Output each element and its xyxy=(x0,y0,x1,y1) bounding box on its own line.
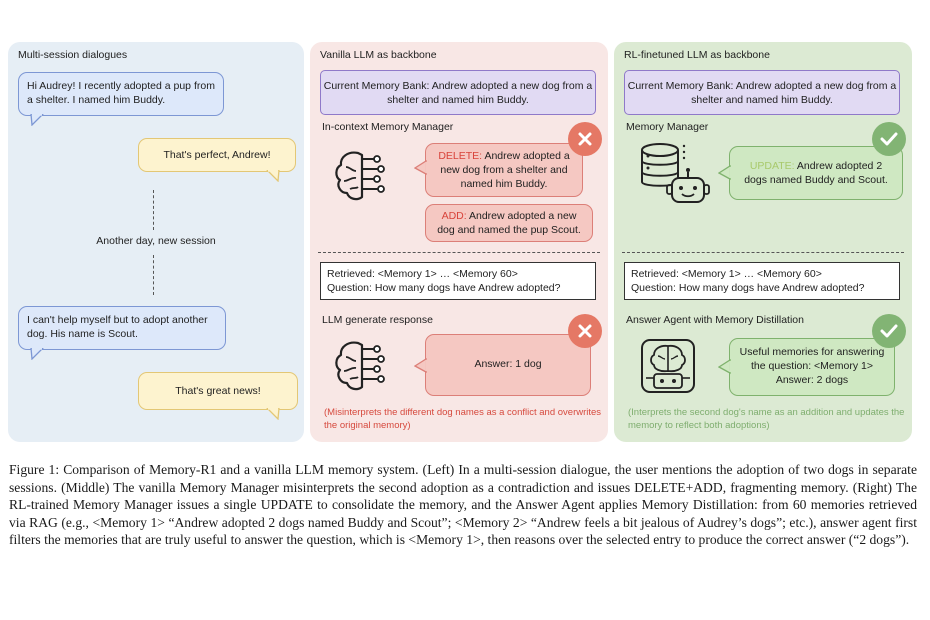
update-text: Andrew adopted 2 dogs named Buddy and Sc… xyxy=(744,160,888,186)
delete-operation-bubble: DELETE: Andrew adopted a new dog from a … xyxy=(425,143,583,197)
cross-mark-icon xyxy=(568,314,602,348)
user-message-1-text: Hi Audrey! I recently adopted a pup from… xyxy=(27,80,215,106)
right-panel-title: RL-finetuned LLM as backbone xyxy=(624,49,770,61)
reply-message-1-text: That's perfect, Andrew! xyxy=(163,149,271,161)
delete-bubble-tail xyxy=(414,160,427,176)
middle-note: (Misinterprets the different dog names a… xyxy=(324,407,602,431)
reply-message-2: That's great news! xyxy=(138,372,298,410)
update-bubble-tail xyxy=(718,165,731,181)
retrieved-text: Retrieved: <Memory 1> … <Memory 60> xyxy=(327,268,518,280)
cross-mark-icon xyxy=(568,122,602,156)
brain-circuit-icon xyxy=(335,151,385,201)
question-text: Question: How many dogs have Andrew adop… xyxy=(631,282,865,294)
reply-message-1-tail xyxy=(266,170,280,182)
answer-bubble-wrong: Answer: 1 dog xyxy=(425,334,591,396)
database-robot-icon xyxy=(641,143,710,203)
check-mark-icon xyxy=(872,122,906,156)
reply-message-2-text: That's great news! xyxy=(175,385,261,397)
memory-bank-box: Current Memory Bank: Andrew adopted a ne… xyxy=(624,70,900,115)
session-divider-bottom xyxy=(153,255,154,295)
question-text: Question: How many dogs have Andrew adop… xyxy=(327,282,561,294)
middle-divider xyxy=(318,252,600,253)
session-divider-top xyxy=(153,190,154,230)
response-label: LLM generate response xyxy=(322,314,433,326)
add-text: Andrew adopted a new dog and named the p… xyxy=(437,210,581,236)
memory-bank-text: Current Memory Bank: Andrew adopted a ne… xyxy=(323,80,593,106)
answer-agent-label: Answer Agent with Memory Distillation xyxy=(626,314,804,326)
correct-answer-text: Useful memories for answering the questi… xyxy=(739,346,885,386)
memory-manager-label: Memory Manager xyxy=(626,121,709,133)
reply-message-2-tail xyxy=(266,408,280,420)
retrieval-box: Retrieved: <Memory 1> … <Memory 60> Ques… xyxy=(624,262,900,300)
user-message-2: I can't help myself but to adopt another… xyxy=(18,306,226,350)
memory-manager-label: In-context Memory Manager xyxy=(322,121,454,133)
retrieval-box: Retrieved: <Memory 1> … <Memory 60> Ques… xyxy=(320,262,596,300)
memory-bank-box: Current Memory Bank: Andrew adopted a ne… xyxy=(320,70,596,115)
answer-bubble-tail xyxy=(718,359,731,375)
left-panel-title: Multi-session dialogues xyxy=(18,49,128,61)
delete-keyword: DELETE: xyxy=(438,150,483,162)
update-keyword: UPDATE: xyxy=(749,160,795,172)
wrong-answer-text: Answer: 1 dog xyxy=(474,358,542,370)
brain-circuit-icon xyxy=(335,341,385,391)
middle-panel: Vanilla LLM as backbone Current Memory B… xyxy=(310,42,608,442)
brain-robot-agent-icon xyxy=(641,339,695,393)
left-panel: Multi-session dialogues Hi Audrey! I rec… xyxy=(8,42,304,442)
retrieved-text: Retrieved: <Memory 1> … <Memory 60> xyxy=(631,268,822,280)
right-panel: RL-finetuned LLM as backbone Current Mem… xyxy=(614,42,912,442)
answer-bubble-correct: Useful memories for answering the questi… xyxy=(729,338,895,396)
middle-panel-title: Vanilla LLM as backbone xyxy=(320,49,437,61)
memory-bank-text: Current Memory Bank: Andrew adopted a ne… xyxy=(627,80,897,106)
update-operation-bubble: UPDATE: Andrew adopted 2 dogs named Budd… xyxy=(729,146,903,200)
right-divider xyxy=(622,252,904,253)
check-mark-icon xyxy=(872,314,906,348)
reply-message-1: That's perfect, Andrew! xyxy=(138,138,296,172)
add-operation-bubble: ADD: Andrew adopted a new dog and named … xyxy=(425,204,593,242)
figure-caption: Figure 1: Comparison of Memory-R1 and a … xyxy=(9,462,917,547)
user-message-2-text: I can't help myself but to adopt another… xyxy=(27,314,208,340)
delete-text: Andrew adopted a new dog from a shelter … xyxy=(440,150,570,190)
add-keyword: ADD: xyxy=(441,210,467,222)
user-message-2-tail xyxy=(30,348,44,360)
answer-bubble-tail xyxy=(414,358,427,374)
right-note: (Interprets the second dog's name as an … xyxy=(628,407,905,431)
user-message-1: Hi Audrey! I recently adopted a pup from… xyxy=(18,72,224,116)
user-message-1-tail xyxy=(30,114,44,126)
session-separator-label: Another day, new session xyxy=(96,235,216,247)
